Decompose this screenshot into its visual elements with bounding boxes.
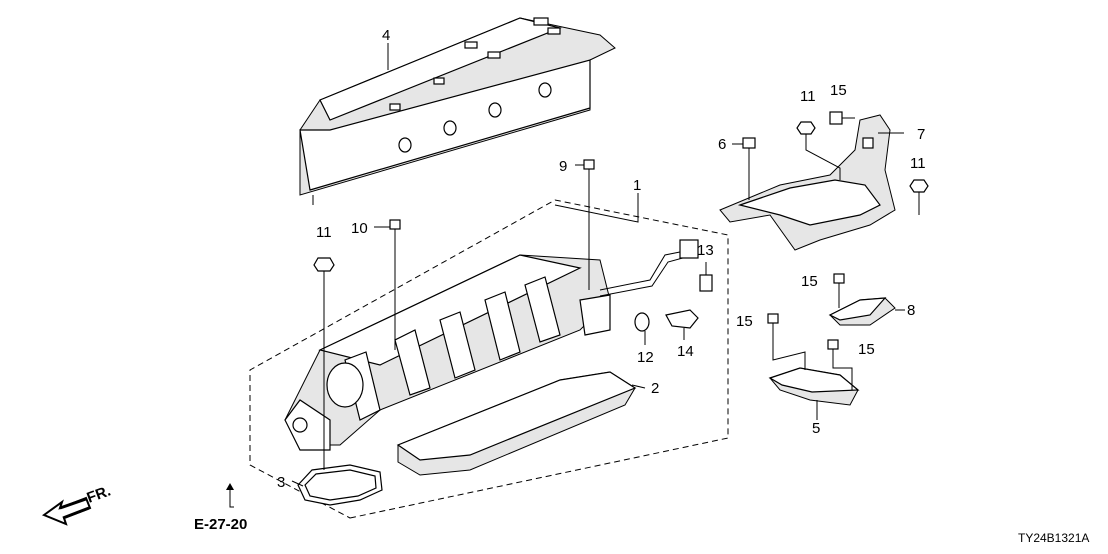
- bolt-15-left-icon: [767, 313, 806, 370]
- callout-11-left: 11: [316, 224, 332, 241]
- bolt-9-icon: [583, 159, 595, 290]
- callout-4: 4: [382, 27, 390, 44]
- bolt-10-icon: [389, 219, 401, 350]
- reference-arrow: [226, 483, 234, 508]
- assembly-boundary: [249, 199, 729, 519]
- callout-7: 7: [917, 126, 925, 143]
- diagram-code: TY24B1321A: [1018, 531, 1089, 545]
- callout-9: 9: [559, 158, 567, 175]
- callout-13: 13: [697, 242, 714, 259]
- callout-2: 2: [651, 380, 659, 397]
- nut-11-left-icon: [313, 257, 335, 470]
- engine-cover-part: [299, 17, 616, 205]
- bolt-15-lower-icon: [827, 339, 853, 390]
- callout-10: 10: [351, 220, 368, 237]
- bolt-15-upper-icon: [829, 111, 855, 125]
- callout-11-right: 11: [910, 155, 926, 172]
- bracket-lower-part: [768, 367, 860, 406]
- nut-11-right-icon: [909, 179, 929, 215]
- front-direction-label: FR.: [85, 483, 114, 507]
- heat-shield-upper-part: [719, 114, 896, 251]
- manifold-assembly-part: [284, 239, 699, 451]
- gasket-plate-part: [396, 371, 637, 476]
- clip-12-icon: [634, 312, 650, 345]
- callout-15-mid: 15: [801, 273, 818, 290]
- callout-15-left: 15: [736, 313, 753, 330]
- callout-8: 8: [907, 302, 915, 319]
- callout-15-lower: 15: [858, 341, 875, 358]
- callout-15-upper: 15: [830, 82, 847, 99]
- clip-14-icon: [665, 309, 699, 340]
- bolt-6-icon: [742, 137, 756, 200]
- callout-14: 14: [677, 343, 694, 360]
- bracket-upper-part: [828, 297, 896, 326]
- bolt-15-mid-icon: [833, 273, 845, 308]
- callout-6: 6: [718, 136, 726, 153]
- callout-12: 12: [637, 349, 654, 366]
- section-reference[interactable]: E-27-20: [194, 516, 247, 533]
- front-direction-arrow-icon: [41, 496, 92, 526]
- nut-11-upper-icon: [796, 121, 841, 180]
- callout-11-upper: 11: [800, 88, 816, 105]
- callout-1: 1: [633, 177, 641, 194]
- connector-13-icon: [699, 262, 713, 292]
- callout-3: 3: [277, 474, 285, 491]
- callout-5: 5: [812, 420, 820, 437]
